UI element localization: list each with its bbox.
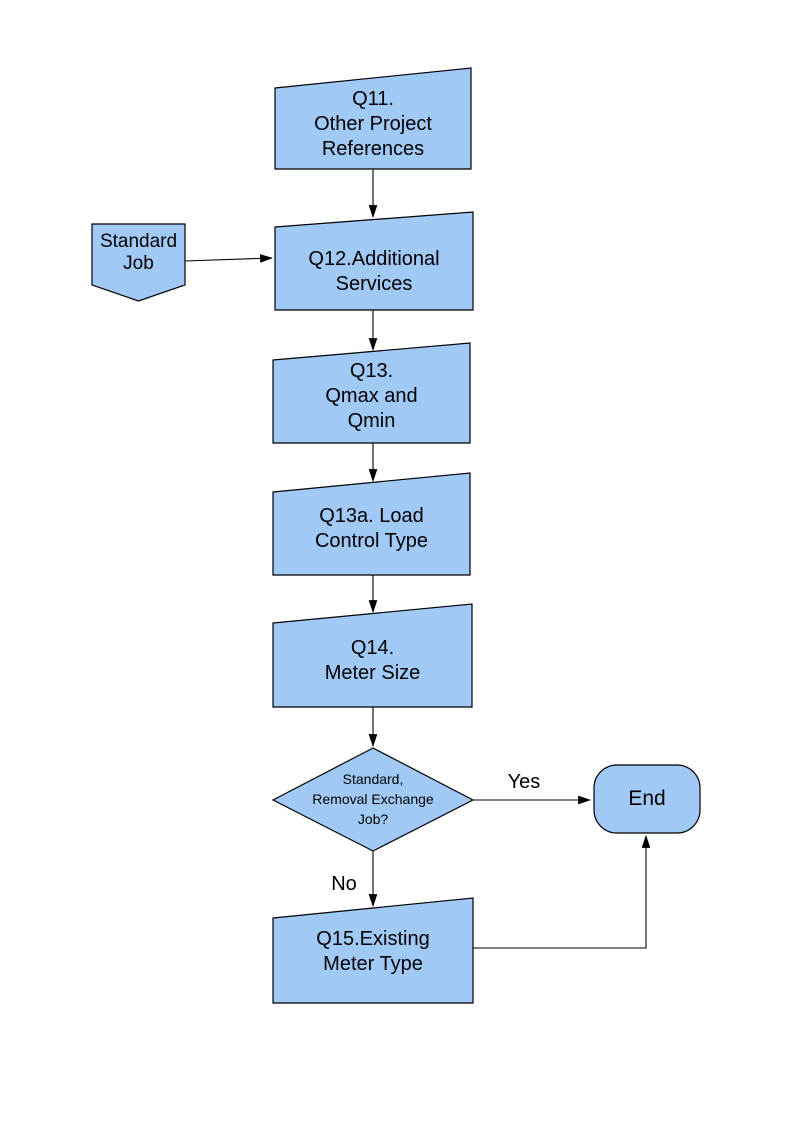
node-q13-label: Q13. Qmax and Qmin: [325, 360, 418, 432]
node-q12-shape: [274, 211, 474, 311]
node-q13-shape: [272, 342, 471, 444]
node-end-shape: [593, 764, 701, 834]
edge-q15-to-end: [473, 834, 651, 949]
edge-label-no: No: [331, 873, 357, 895]
node-standard-job-shape: [91, 223, 186, 302]
node-decision-shape: [271, 747, 475, 852]
node-q15-label: Q15.Existing Meter Type: [316, 928, 430, 975]
edge-standardjob-to-q12: [184, 254, 274, 263]
edge-label-yes: Yes: [507, 771, 541, 793]
node-q14-label: Q14. Meter Size: [324, 637, 421, 684]
node-end-label: End: [628, 787, 666, 810]
node-q13a-shape: [272, 472, 471, 576]
node-q11-label: Q11. Other Project References: [314, 88, 432, 160]
node-q14-shape: [272, 603, 473, 708]
node-standard-job-label: Standard Job: [99, 231, 178, 274]
node-decision-label: Standard, Removal Exchange Job?: [312, 771, 434, 827]
node-q13a-label: Q13a. Load Control Type: [314, 505, 429, 552]
node-q11-shape: [274, 67, 472, 170]
node-q15-shape: [272, 897, 474, 1004]
node-q12-label: Q12.Additional Services: [308, 248, 440, 295]
